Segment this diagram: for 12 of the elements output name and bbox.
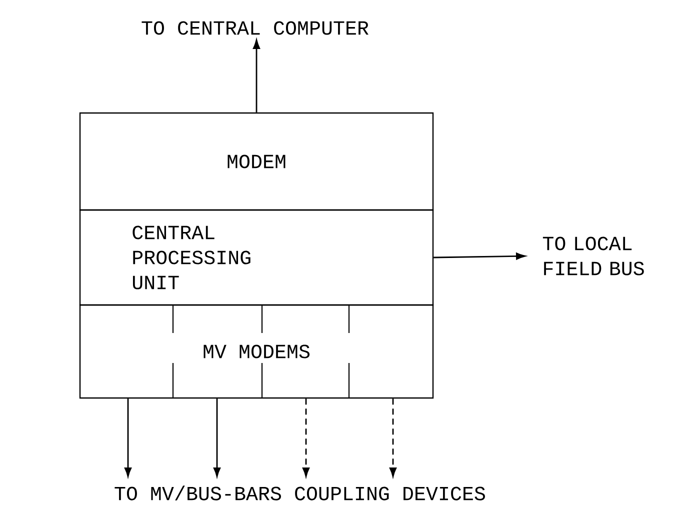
- arrow: [389, 398, 397, 477]
- destination-label: TO CENTRAL COMPUTER: [142, 21, 368, 35]
- arrow: [124, 398, 132, 477]
- destination-label: TO LOCAL FIELD BUS: [542, 236, 644, 276]
- arrow: [302, 398, 310, 477]
- modem-box: MODEM: [79, 112, 434, 211]
- arrow: [434, 252, 526, 260]
- processor-box: CENTRAL PROCESSING UNIT: [79, 209, 434, 306]
- arrow: [252, 40, 260, 112]
- modem-row-box: MV MODEMS: [79, 304, 434, 399]
- destination-label: TO MV/BUS-BARS COUPLING DEVICES: [114, 486, 485, 500]
- arrow: [213, 398, 221, 477]
